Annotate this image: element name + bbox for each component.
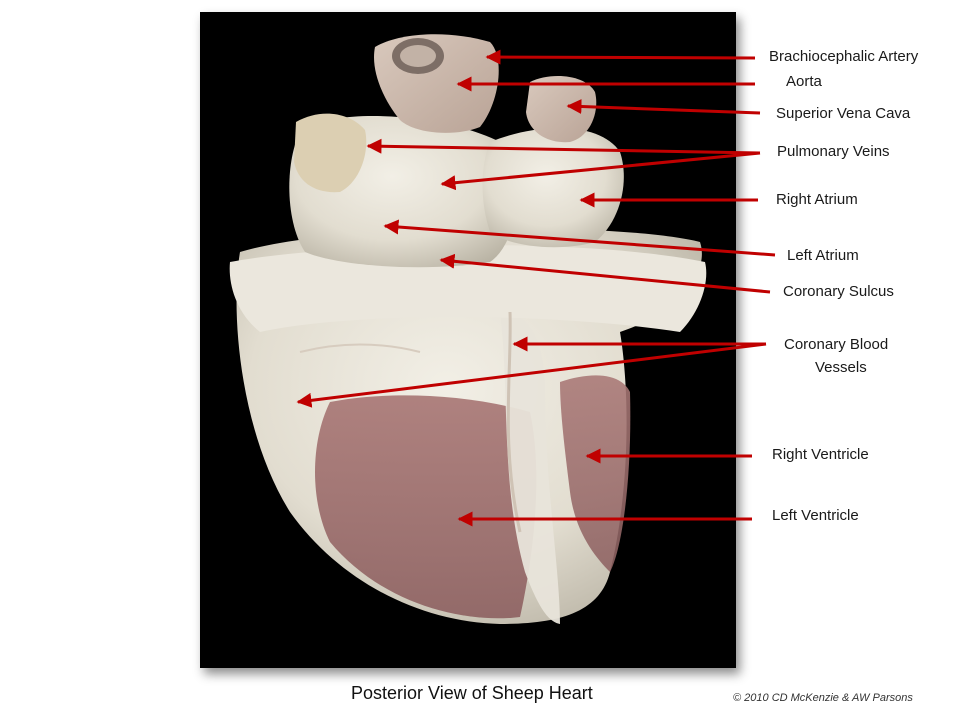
label-superior-vena-cava: Superior Vena Cava — [776, 105, 911, 122]
heart-photograph — [200, 12, 736, 668]
label-left-atrium: Left Atrium — [787, 247, 859, 264]
label-right-atrium: Right Atrium — [776, 191, 858, 208]
label-coronary-sulcus: Coronary Sulcus — [783, 283, 894, 300]
label-pulmonary-veins: Pulmonary Veins — [777, 143, 890, 160]
label-coronary-blood-vessels-line2: Vessels — [815, 359, 867, 376]
label-brachiocephalic-artery: Brachiocephalic Artery — [769, 48, 919, 65]
label-right-ventricle: Right Ventricle — [772, 446, 869, 463]
label-coronary-blood-vessels-line1: Coronary Blood — [784, 336, 889, 353]
sheep-heart-illustration — [200, 12, 736, 668]
copyright-credit: © 2010 CD McKenzie & AW Parsons — [733, 692, 913, 704]
label-aorta: Aorta — [786, 73, 822, 90]
label-left-ventricle: Left Ventricle — [772, 507, 859, 524]
figure-caption: Posterior View of Sheep Heart — [351, 683, 593, 703]
